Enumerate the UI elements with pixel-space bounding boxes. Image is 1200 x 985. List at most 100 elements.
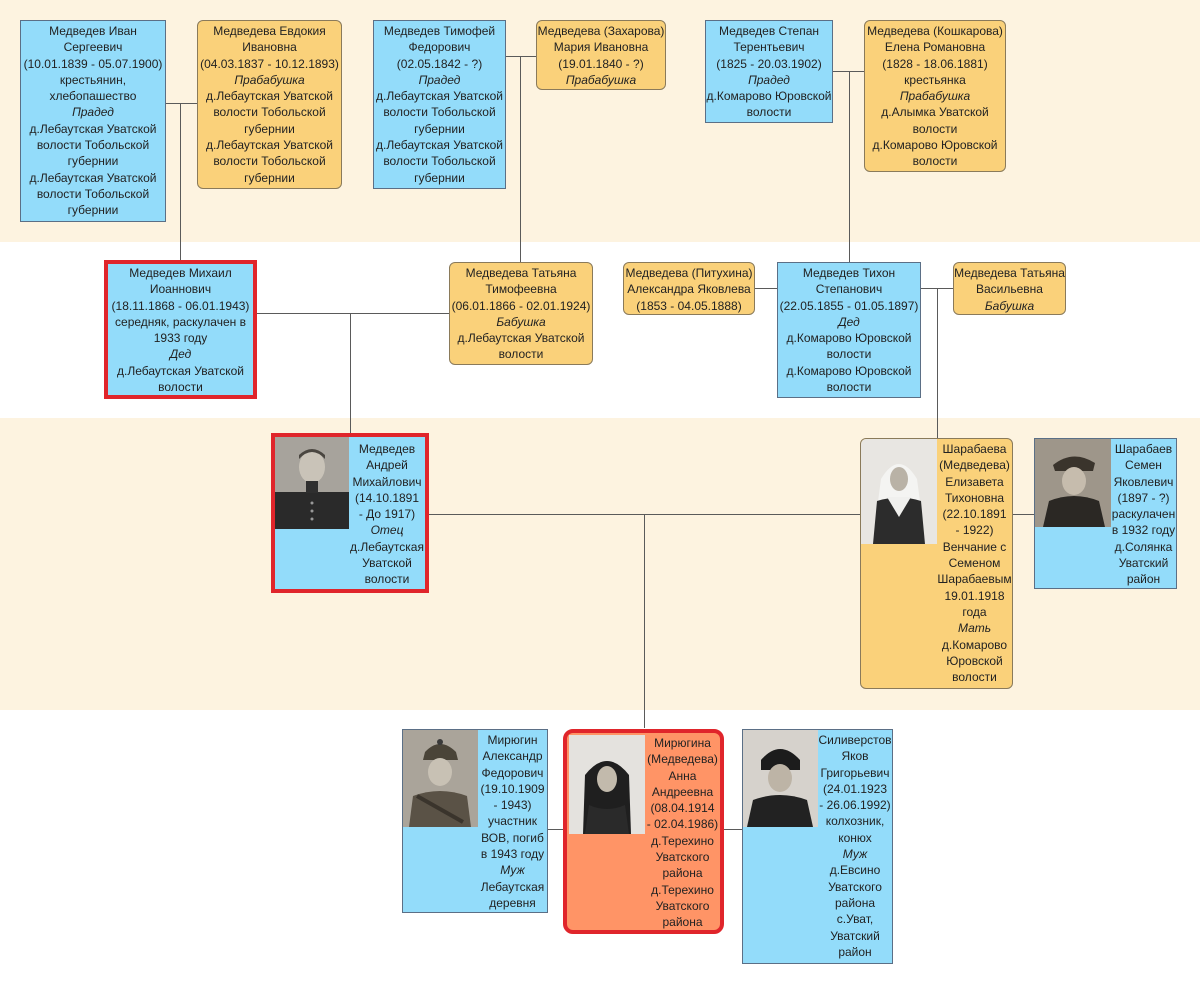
person-info-line: волости: [364, 572, 410, 587]
person-info-line: волости Тобольской: [383, 154, 496, 169]
connector-line: [937, 288, 938, 438]
person-info-line: волости Тобольской: [213, 154, 326, 169]
person-info-line: д.Терехино: [651, 833, 714, 848]
person-info-line: - 1922): [955, 523, 994, 538]
person-info-line: Анна: [668, 768, 697, 783]
person-info-line: (Медведева): [939, 458, 1010, 473]
connector-line: [166, 103, 197, 104]
portrait-photo: [1035, 439, 1111, 527]
person-info-line: района: [662, 915, 703, 930]
person-info-line: Федорович: [481, 765, 544, 780]
person-info-line: Дед: [169, 347, 192, 362]
person-info-line: крестьянин,: [59, 72, 127, 87]
person-card-elena[interactable]: Медведева (Кошкарова)Елена Романовна(182…: [864, 20, 1006, 172]
person-info-line: крестьянка: [904, 72, 966, 87]
person-info-line: д.Лебаутская Уватской: [117, 363, 244, 378]
person-info-line: (19.01.1840 - ?): [558, 56, 644, 71]
person-info-line: Уватской: [362, 556, 412, 571]
person-info-line: д.Комарово Юровской: [706, 89, 832, 104]
person-info-line: волости: [912, 154, 958, 169]
person-info-line: района: [834, 895, 876, 910]
person-info-line: губернии: [67, 154, 119, 169]
person-info-line: Дед: [838, 314, 860, 329]
person-info-line: д.Лебаутская Уватской: [457, 331, 585, 346]
person-info-line: Терентьевич: [733, 40, 805, 55]
person-info-line: д.Лебаутская Уватской: [29, 121, 157, 136]
person-info-line: - 26.06.1992): [819, 798, 891, 813]
person-info-line: (19.10.1909: [480, 781, 545, 796]
person-info-line: Тихоновна: [944, 490, 1005, 505]
person-info-line: (1825 - 20.03.1902): [716, 56, 822, 71]
person-info-line: д.Лебаутская Уватской: [206, 138, 333, 153]
person-info-line: д.Комарово Юровской: [786, 331, 912, 346]
person-info-line: Лебаутская: [480, 879, 545, 894]
person-card-alexandra[interactable]: Медведева (Питухина)Александра Яковлева(…: [623, 262, 755, 315]
person-info-line: деревня: [489, 895, 536, 910]
connector-line: [849, 71, 850, 262]
person-info-line: Мария Ивановна: [553, 40, 649, 55]
person-info-line: д.Терехино: [651, 882, 714, 897]
person-card-maria[interactable]: Медведева (Захарова)Мария Ивановна(19.01…: [536, 20, 666, 90]
person-info-line: д.Лебаутская Уватской: [206, 89, 333, 104]
person-info-line: (1897 - ?): [1117, 490, 1170, 505]
person-info-line: Сергеевич: [63, 40, 123, 55]
person-info-line: д.Комарово Юровской: [786, 363, 912, 378]
person-info-line: (22.10.1891: [942, 507, 1007, 522]
person-info-line: Федорович: [408, 40, 471, 55]
person-info-line: Силиверстов: [818, 733, 892, 747]
person-info-line: Уватский: [1118, 556, 1169, 571]
person-info-line: волости: [158, 380, 203, 395]
person-info-line: волости Тобольской: [36, 186, 150, 201]
person-info-line: года: [962, 604, 987, 619]
connector-line: [180, 103, 181, 260]
person-info-line: волости: [826, 347, 872, 362]
person-info-line: д.Алымка Уватской: [881, 105, 989, 120]
person-info-line: Медведева (Питухина): [625, 266, 753, 280]
person-info-line: д.Лебаутская Уватской: [29, 170, 157, 185]
person-info-line: - 02.04.1986): [646, 817, 719, 832]
portrait-photo: [275, 437, 349, 529]
person-info-line: волости: [746, 105, 792, 120]
person-info-line: Тимофеевна: [485, 282, 557, 297]
person-info-line: Михайлович: [352, 474, 422, 489]
person-info-line: Андреевна: [651, 784, 714, 799]
person-info-line: 19.01.1918: [944, 588, 1005, 603]
person-info-line: (1828 - 18.06.1881): [882, 56, 988, 71]
person-info-line: Александр: [482, 749, 543, 764]
generation-band-parents: [0, 418, 1200, 710]
person-info-line: Прадед: [748, 72, 790, 87]
person-info-line: д.Комарово: [941, 637, 1008, 652]
person-info-line: Прабабушка: [234, 72, 305, 87]
person-info-line: губернии: [67, 203, 119, 218]
person-info-line: (18.11.1868 - 06.01.1943): [111, 298, 250, 313]
person-info-line: раскулачен: [1111, 507, 1176, 522]
person-info-line: д.Лебаутская: [350, 539, 424, 554]
person-info-line: губернии: [244, 121, 295, 136]
person-info-line: Медведев Тимофей: [383, 24, 496, 38]
person-info-line: Уватского: [828, 879, 882, 894]
person-info-line: Шарабаев: [1114, 442, 1173, 456]
person-info-line: Медведев Иван: [49, 24, 137, 38]
person-info-line: Александра Яковлева: [627, 282, 751, 297]
